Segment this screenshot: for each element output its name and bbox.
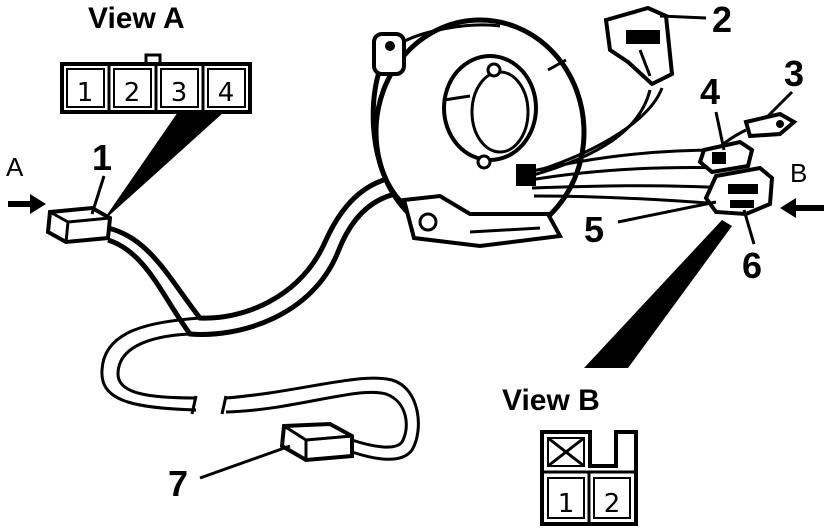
callout-2: 2 (712, 0, 732, 40)
view-a-pin-1: 1 (77, 78, 94, 108)
view-b-pin-2: 2 (604, 489, 621, 519)
arrow-b-group: B (780, 158, 824, 218)
connector-5-leader: 5 (584, 200, 717, 250)
callout-4: 4 (700, 71, 720, 112)
view-a-pin-4: 4 (218, 78, 235, 108)
arrow-a-icon (30, 194, 46, 214)
connector-4: 4 (697, 71, 755, 175)
callout-6: 6 (742, 245, 762, 286)
connector-6: 6 (703, 165, 775, 286)
arrow-a-label: A (6, 152, 24, 182)
view-b-group: View B 1 2 (502, 384, 638, 526)
view-a-title: View A (88, 2, 185, 35)
callout-1: 1 (92, 137, 112, 178)
view-a-group: View A 1 2 3 4 (60, 2, 252, 222)
view-a-projection-wedge (102, 112, 224, 222)
arrow-b-icon (780, 198, 796, 218)
arrow-a-group: A (6, 152, 46, 214)
view-a-pin-2: 2 (124, 78, 141, 108)
connector-2: 2 (603, 0, 732, 87)
wire-harness (100, 173, 420, 461)
arrow-b-label: B (790, 158, 807, 188)
clock-spring-body (370, 17, 587, 249)
connector-1: 1 (45, 137, 113, 245)
callout-7: 7 (168, 463, 188, 504)
view-a-pin-3: 3 (171, 78, 188, 108)
view-b-projection-wedge (584, 220, 732, 368)
view-b-title: View B (502, 384, 600, 417)
connector-7: 7 (168, 421, 354, 504)
callout-3: 3 (784, 53, 804, 94)
connector-3: 3 (714, 53, 804, 153)
callout-5: 5 (584, 209, 604, 250)
view-b-pin-1: 1 (558, 489, 575, 519)
